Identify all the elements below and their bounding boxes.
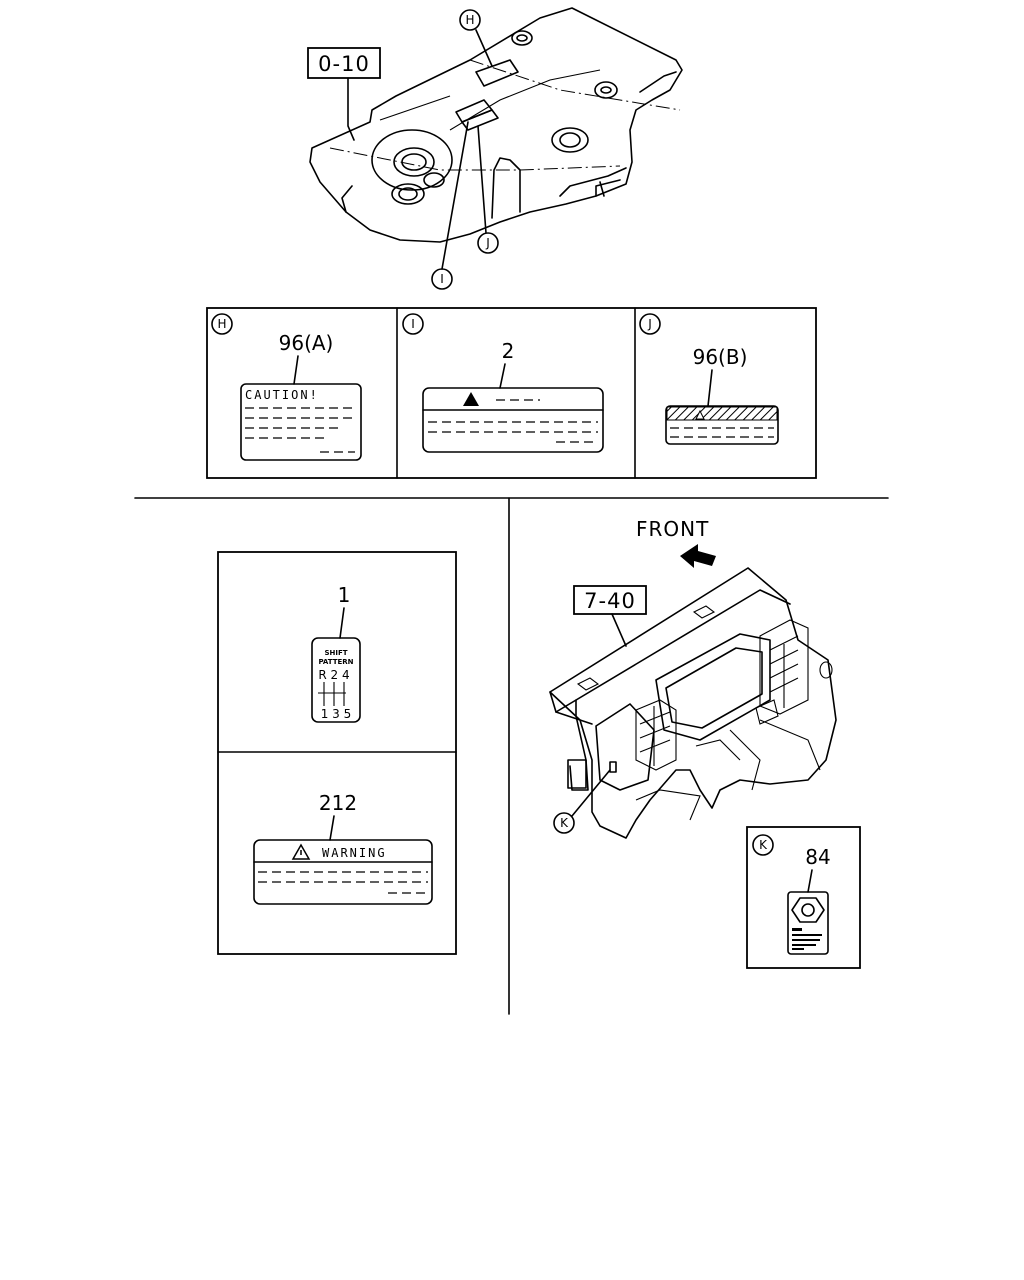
callout-h: H <box>465 13 474 27</box>
panel-k-part: 84 <box>805 845 830 869</box>
callout-k-circle <box>553 812 575 834</box>
panel-j-circle <box>639 313 661 335</box>
callout-h-circle <box>459 9 481 31</box>
warning-triangle-icon <box>463 392 479 406</box>
top-ref: 0-10 <box>318 52 370 76</box>
callout-k-leader <box>571 769 611 817</box>
callout-j-leader <box>477 125 487 234</box>
shift-gate-icon <box>318 682 346 706</box>
caution-label-text: CAUTION! <box>245 388 319 402</box>
panel-i-part: 2 <box>502 339 515 363</box>
shift-bottom-row: 1 3 5 <box>321 707 352 721</box>
callout-h-leader <box>475 29 493 67</box>
callout-i: I <box>440 272 444 286</box>
dash-ref-box <box>573 585 647 615</box>
callout-j: J <box>485 236 490 250</box>
front-label: FRONT <box>636 517 709 541</box>
label-panels-frame <box>206 307 817 479</box>
shift-part: 1 <box>338 583 351 607</box>
dash-ref: 7-40 <box>584 589 636 613</box>
top-ref-leader <box>347 77 355 141</box>
shift-line2: PATTERN <box>318 658 353 666</box>
panel-h-circle <box>211 313 233 335</box>
shift-pattern-label <box>311 637 361 723</box>
callout-j-circle <box>477 232 499 254</box>
top-ref-box <box>307 47 381 79</box>
caution-label <box>240 383 362 461</box>
k-label <box>787 891 829 955</box>
hatched-label-triangle-icon <box>695 409 705 420</box>
panel-h-letter: H <box>217 317 226 331</box>
panel-k-letter: K <box>759 838 768 852</box>
warning-part: 212 <box>319 791 357 815</box>
warning-label-text: WARNING <box>322 846 387 860</box>
caution-triangle-label <box>422 387 604 453</box>
shift-line1: SHIFT <box>324 649 347 657</box>
transmission-cover-drawing <box>309 7 683 243</box>
panel-i-letter: I <box>411 317 415 331</box>
panel-k-circle <box>752 834 774 856</box>
shift-top-row: R 2 4 <box>318 668 349 682</box>
dashboard-drawing <box>549 567 837 839</box>
hatched-label <box>665 405 779 445</box>
panel-j-letter: J <box>647 317 652 331</box>
panel-j-part: 96(B) <box>693 345 748 369</box>
front-arrow-icon <box>680 544 716 568</box>
panel-h-part: 96(A) <box>279 331 334 355</box>
warning-label <box>253 839 433 905</box>
panel-i-circle <box>402 313 424 335</box>
k-label-nut-icon <box>791 897 825 923</box>
callout-i-leader <box>441 121 469 270</box>
callout-k: K <box>560 816 569 830</box>
left-labels-frame <box>217 551 457 955</box>
